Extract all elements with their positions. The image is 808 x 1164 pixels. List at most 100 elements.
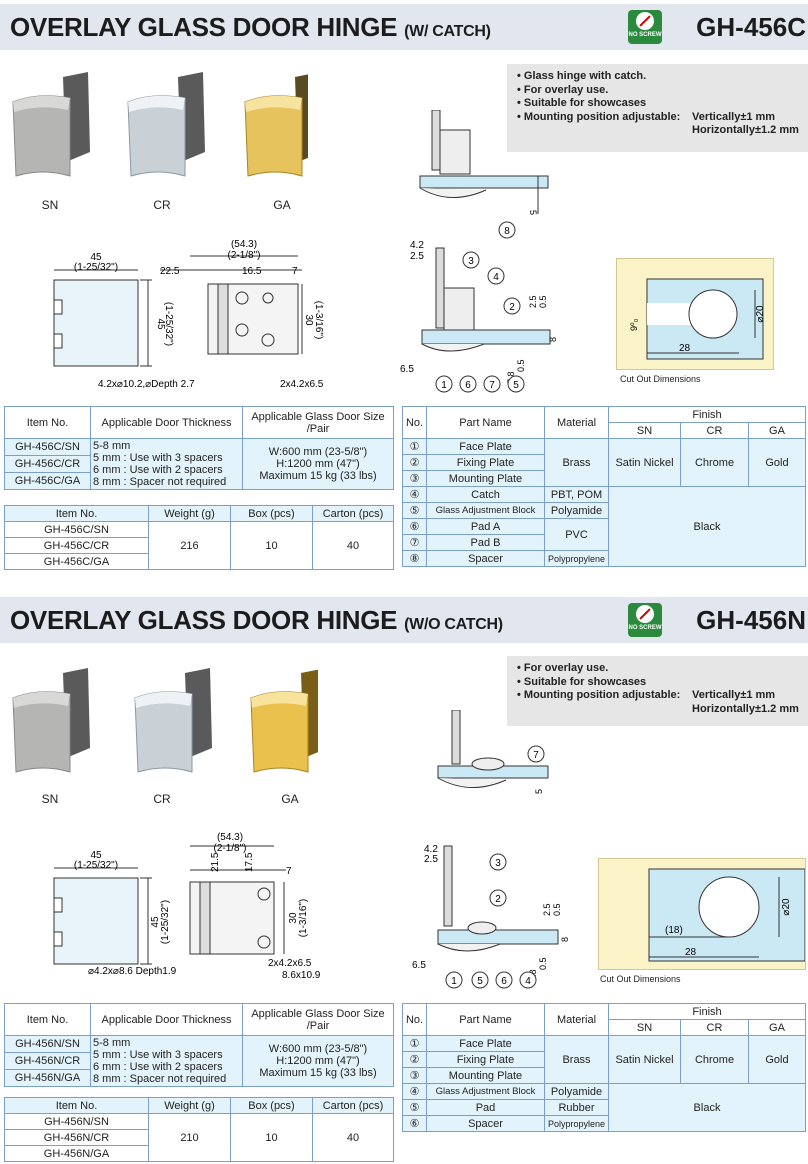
product-photos	[12, 72, 308, 177]
part-name: Spacer	[426, 550, 545, 567]
part-no: ④	[402, 486, 427, 503]
dim-total: (54.3)	[231, 240, 257, 250]
hole-spec-2: 2x4.2x6.5	[268, 958, 312, 969]
col-finish: Finish	[608, 406, 806, 423]
col-item: Item No.	[4, 1097, 149, 1114]
no-screw-icon	[636, 12, 654, 30]
size-cell: W:600 mm (23-5/8") H:1200 mm (47") Maxim…	[242, 438, 394, 490]
dim-e: 8	[548, 337, 558, 342]
product-code: GH-456N	[696, 605, 806, 635]
svg-text:1: 1	[441, 380, 447, 391]
dim-45-in: (1-25/32")	[74, 860, 118, 871]
feature-item: • For overlay use.	[517, 83, 609, 96]
parts-table: No. Part Name Material Finish SN CR GA ①…	[402, 406, 806, 567]
hinge-photo-sn	[12, 668, 90, 773]
feature-list: • Glass hinge with catch. • For overlay …	[507, 64, 808, 152]
dim-45: 45	[90, 252, 102, 263]
section-title: OVERLAY GLASS DOOR HINGE (W/O CATCH)	[10, 605, 503, 635]
no-screw-icon	[636, 605, 654, 623]
finish-caption-cr: CR	[153, 198, 171, 212]
svg-text:6: 6	[501, 976, 507, 987]
table-cell: GH-456N/GA	[4, 1145, 149, 1162]
col-part: Part Name	[426, 406, 545, 439]
cutout-width: 28	[679, 343, 691, 354]
section-subtitle: (W/O CATCH)	[404, 616, 503, 633]
part-name: Glass Adjustment Block	[426, 502, 545, 519]
cutout-caption: Cut Out Dimensions	[600, 974, 681, 984]
col-ga: GA	[748, 422, 806, 439]
part-name: Pad B	[426, 534, 545, 551]
top-section-drawing: 8 5	[419, 110, 549, 239]
dim-e: 8	[560, 937, 570, 942]
part-name: Fixing Plate	[426, 454, 545, 471]
hinge-photo-ga	[250, 669, 318, 773]
feature-item: • Mounting position adjustable:Verticall…	[517, 689, 776, 701]
dim-30-in: (1-3/16")	[298, 899, 309, 938]
part-no: ⑤	[402, 502, 427, 519]
dim-d: 0.5	[538, 295, 548, 308]
col-item: Item No.	[4, 406, 91, 439]
dim-h: 0.5	[516, 359, 526, 372]
feature-item: • For overlay use.	[517, 662, 609, 674]
cutout-width: 28	[685, 947, 697, 958]
dim-45-vert: 45	[150, 916, 161, 928]
cutout-diameter: ⌀20	[755, 305, 766, 323]
side-section-drawing: 4.2 2.5 6.5 2.5 0.5 8 7.8 0.5 3 4 2 1 6 …	[400, 240, 558, 393]
part-material: Polyamide	[544, 1083, 609, 1100]
dim-30: 30	[288, 912, 299, 924]
weight-table: Item No. Weight (g) Box (pcs) Carton (pc…	[4, 1097, 394, 1162]
hinge-photo-ga	[244, 74, 308, 177]
finish-sn: Satin Nickel	[608, 438, 681, 487]
part-no: ③	[402, 470, 427, 487]
col-carton: Carton (pcs)	[312, 505, 394, 522]
table-cell: GH-456C/SN	[4, 438, 91, 456]
dim-30-in: (1-3/16")	[313, 301, 324, 340]
dim-4-2: 4.2	[424, 844, 438, 855]
part-no: ⑧	[402, 550, 427, 567]
dim-h: 0.5	[538, 957, 548, 970]
dim-45-in: (1-25/32")	[74, 262, 118, 273]
col-finish: Finish	[608, 1003, 806, 1020]
feature-item: • Mounting position adjustable:Verticall…	[517, 110, 776, 123]
no-screw-badge: NO SCREW	[628, 603, 662, 637]
material-pvc: PVC	[544, 518, 609, 551]
svg-text:4: 4	[525, 976, 531, 987]
part-name: Glass Adjustment Block	[426, 1083, 545, 1100]
part-no: ⑥	[402, 518, 427, 535]
dim-total: (54.3)	[217, 832, 243, 843]
material-brass: Brass	[544, 1035, 609, 1084]
section-header: OVERLAY GLASS DOOR HINGE (W/ CATCH) NO S…	[0, 4, 808, 50]
part-name: Catch	[426, 486, 545, 503]
part-name: Face Plate	[426, 1035, 545, 1052]
carton-value: 40	[312, 1113, 394, 1162]
svg-text:5: 5	[513, 380, 519, 391]
col-thickness: Applicable Door Thickness	[90, 1003, 243, 1036]
dim-45: 45	[90, 850, 102, 861]
dim-w2: 16.5	[242, 266, 262, 277]
cutout-box: (18) 28 ⌀20	[598, 858, 806, 970]
dim-c: 2.5	[542, 903, 552, 916]
callout-8: 8	[504, 226, 510, 237]
part-name: Spacer	[426, 1115, 545, 1132]
col-weight: Weight (g)	[148, 1097, 231, 1114]
col-no: No.	[402, 406, 427, 439]
finish-caption-cr: CR	[153, 792, 171, 806]
cutout-slot: (18)	[665, 925, 683, 936]
box-value: 10	[230, 1113, 313, 1162]
part-material: Polypropylene	[544, 550, 609, 567]
finish-caption-ga: GA	[273, 198, 291, 212]
table-cell: GH-456N/GA	[4, 1069, 91, 1087]
feature-item: • Suitable for showcases	[517, 97, 647, 109]
thickness-cell: 5-8 mm 5 mm : Use with 3 spacers 6 mm : …	[90, 438, 243, 490]
callout-7: 7	[533, 750, 539, 761]
dim-w3: 7	[292, 266, 298, 277]
col-item: Item No.	[4, 505, 149, 522]
cutout-drawing: (18) 28 ⌀20	[648, 868, 806, 962]
finish-cr: Chrome	[680, 1035, 749, 1084]
dim-c: 2.5	[528, 295, 538, 308]
dim-4-2: 4.2	[410, 240, 424, 251]
col-size: Applicable Glass Door Size /Pair	[242, 1003, 394, 1036]
svg-text:1: 1	[451, 976, 457, 987]
dim-30: 30	[303, 314, 314, 326]
finish-cr: Chrome	[680, 438, 749, 487]
